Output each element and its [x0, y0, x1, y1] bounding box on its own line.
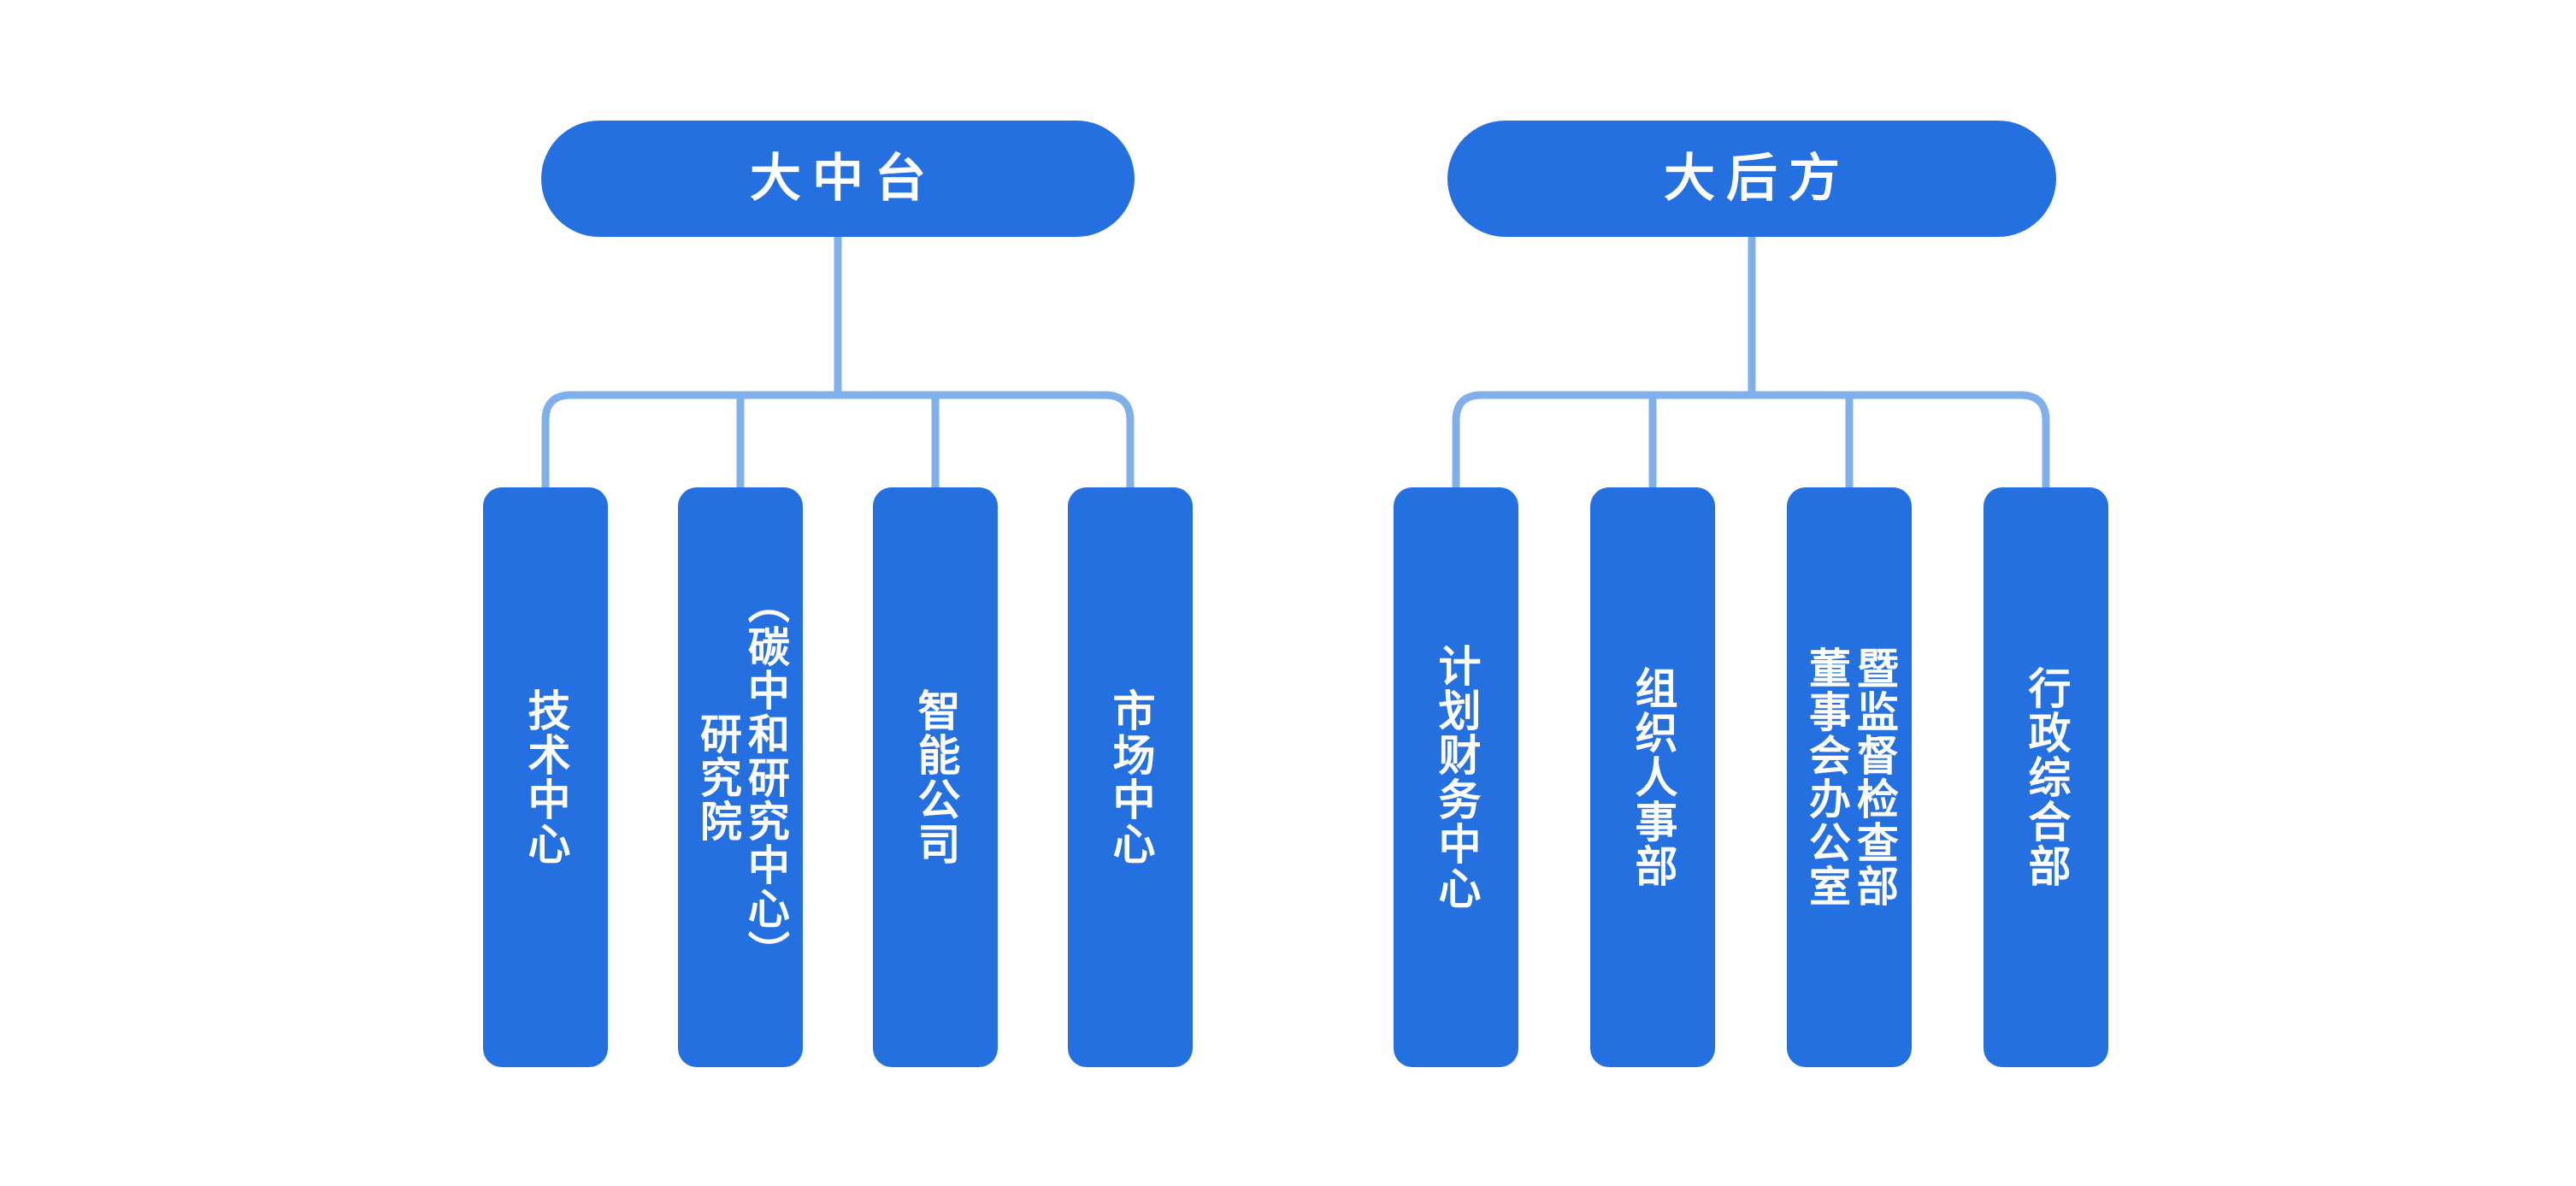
dept-label-column: 技术中心 [522, 688, 570, 866]
dept-card-organization-personnel[interactable]: 组织人事部 [1590, 487, 1715, 1067]
dept-card-research-institute[interactable]: （碳中和研究中心） 研究院 [678, 487, 803, 1067]
bus-right-group [1452, 391, 2050, 487]
bus-left-group [541, 391, 1135, 487]
dept-label-column-secondary: 董事会办公室 [1803, 646, 1849, 908]
dept-card-technology-center[interactable]: 技术中心 [483, 487, 608, 1067]
dept-card-planning-finance-center[interactable]: 计划财务中心 [1394, 487, 1518, 1067]
group-header-mid-platform[interactable]: 大中台 [541, 121, 1135, 237]
group-header-back-office[interactable]: 大后方 [1447, 121, 2056, 237]
dept-label-column-secondary: 研究院 [694, 711, 740, 843]
dept-label-column: （碳中和研究中心） [741, 581, 788, 974]
dept-label-column: 暨监督检查部 [1850, 646, 1897, 908]
dept-label-column: 智能公司 [911, 688, 960, 866]
group-header-label: 大中台 [750, 150, 937, 207]
dept-card-intelligent-company[interactable]: 智能公司 [873, 487, 998, 1067]
dept-label-column: 计划财务中心 [1432, 644, 1481, 911]
group-header-label: 大后方 [1664, 150, 1851, 207]
dept-card-market-center[interactable]: 市场中心 [1068, 487, 1193, 1067]
dept-card-board-office-supervision[interactable]: 暨监督检查部 董事会办公室 [1787, 487, 1912, 1067]
dept-label-column: 市场中心 [1106, 688, 1155, 866]
dept-label-column: 组织人事部 [1629, 666, 1677, 888]
dept-label-column: 行政综合部 [2022, 666, 2071, 888]
dept-card-administration[interactable]: 行政综合部 [1984, 487, 2108, 1067]
